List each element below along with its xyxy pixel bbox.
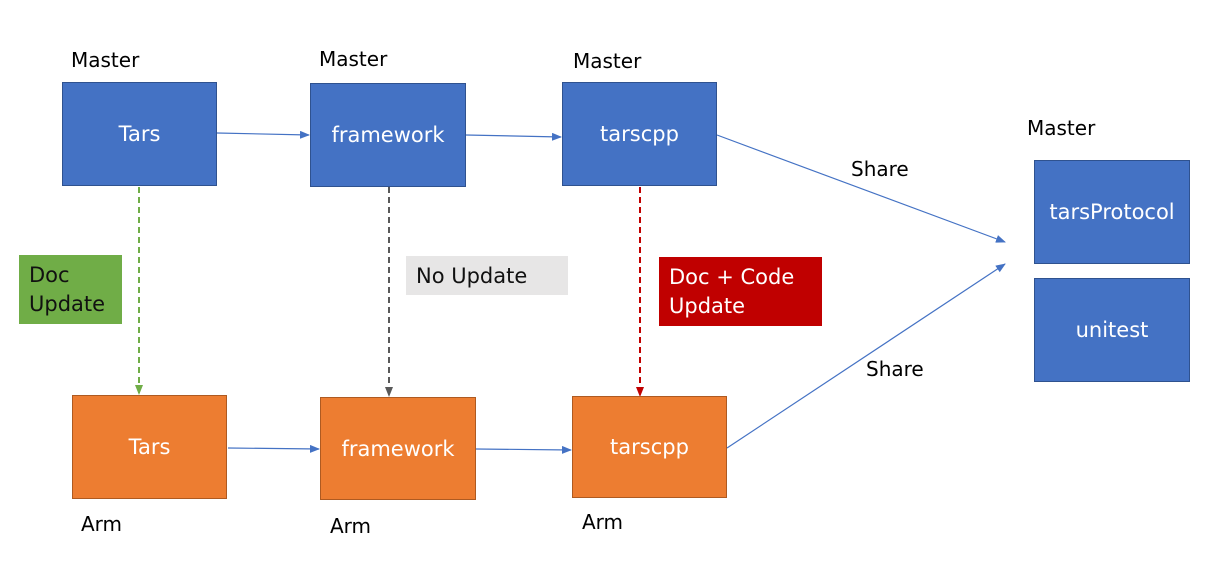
caption-master-tars: Master	[71, 48, 140, 72]
arrow-arm-tars-to-framework	[227, 444, 320, 453]
share-label-top: Share	[851, 157, 909, 181]
note-tarscpp-doc-code-update: Doc + Code Update	[659, 257, 822, 326]
arm-tarscpp-box: tarscpp	[572, 396, 727, 498]
caption-master-framework: Master	[319, 47, 388, 71]
master-tars-label: Tars	[118, 122, 161, 146]
arm-tars-box: Tars	[72, 395, 227, 499]
arrow-arm-framework-to-tarscpp	[475, 445, 572, 454]
note-tarscpp-line-1: Doc + Code	[669, 265, 795, 289]
master-framework-label: framework	[331, 123, 445, 147]
arm-tars-label: Tars	[128, 435, 171, 459]
master-tarscpp-box: tarscpp	[562, 82, 717, 186]
arm-framework-box: framework	[320, 397, 476, 500]
note-tars-doc-update: Doc Update	[19, 255, 122, 324]
arm-framework-label: framework	[341, 436, 455, 461]
note-framework-no-update: No Update	[406, 256, 568, 295]
note-framework-line-1: No Update	[416, 264, 528, 288]
note-tars-line-2: Update	[29, 292, 106, 316]
caption-master-tarscpp: Master	[573, 49, 642, 73]
note-tars-line-1: Doc	[29, 263, 70, 287]
caption-arm-tars: Arm	[81, 512, 123, 536]
note-tarscpp-line-2: Update	[669, 294, 746, 318]
arrow-share-arm-tarscpp	[726, 263, 1006, 449]
caption-master-shared: Master	[1027, 116, 1096, 140]
unitest-label: unitest	[1075, 318, 1149, 342]
arrow-master-tars-to-framework	[216, 130, 310, 139]
master-framework-box: framework	[310, 83, 466, 187]
master-tarscpp-label: tarscpp	[600, 122, 679, 146]
arrow-master-framework-to-tarscpp	[465, 132, 562, 141]
arrow-share-master-tarscpp	[716, 134, 1006, 243]
caption-arm-framework: Arm	[330, 514, 372, 538]
share-label-bottom: Share	[866, 357, 924, 381]
tars-protocol-label: tarsProtocol	[1049, 200, 1175, 224]
tars-protocol-box: tarsProtocol	[1034, 160, 1190, 264]
caption-arm-tarscpp: Arm	[582, 510, 624, 534]
arm-tarscpp-label: tarscpp	[610, 435, 689, 459]
unitest-box: unitest	[1034, 278, 1190, 382]
master-tars-box: Tars	[62, 82, 217, 186]
